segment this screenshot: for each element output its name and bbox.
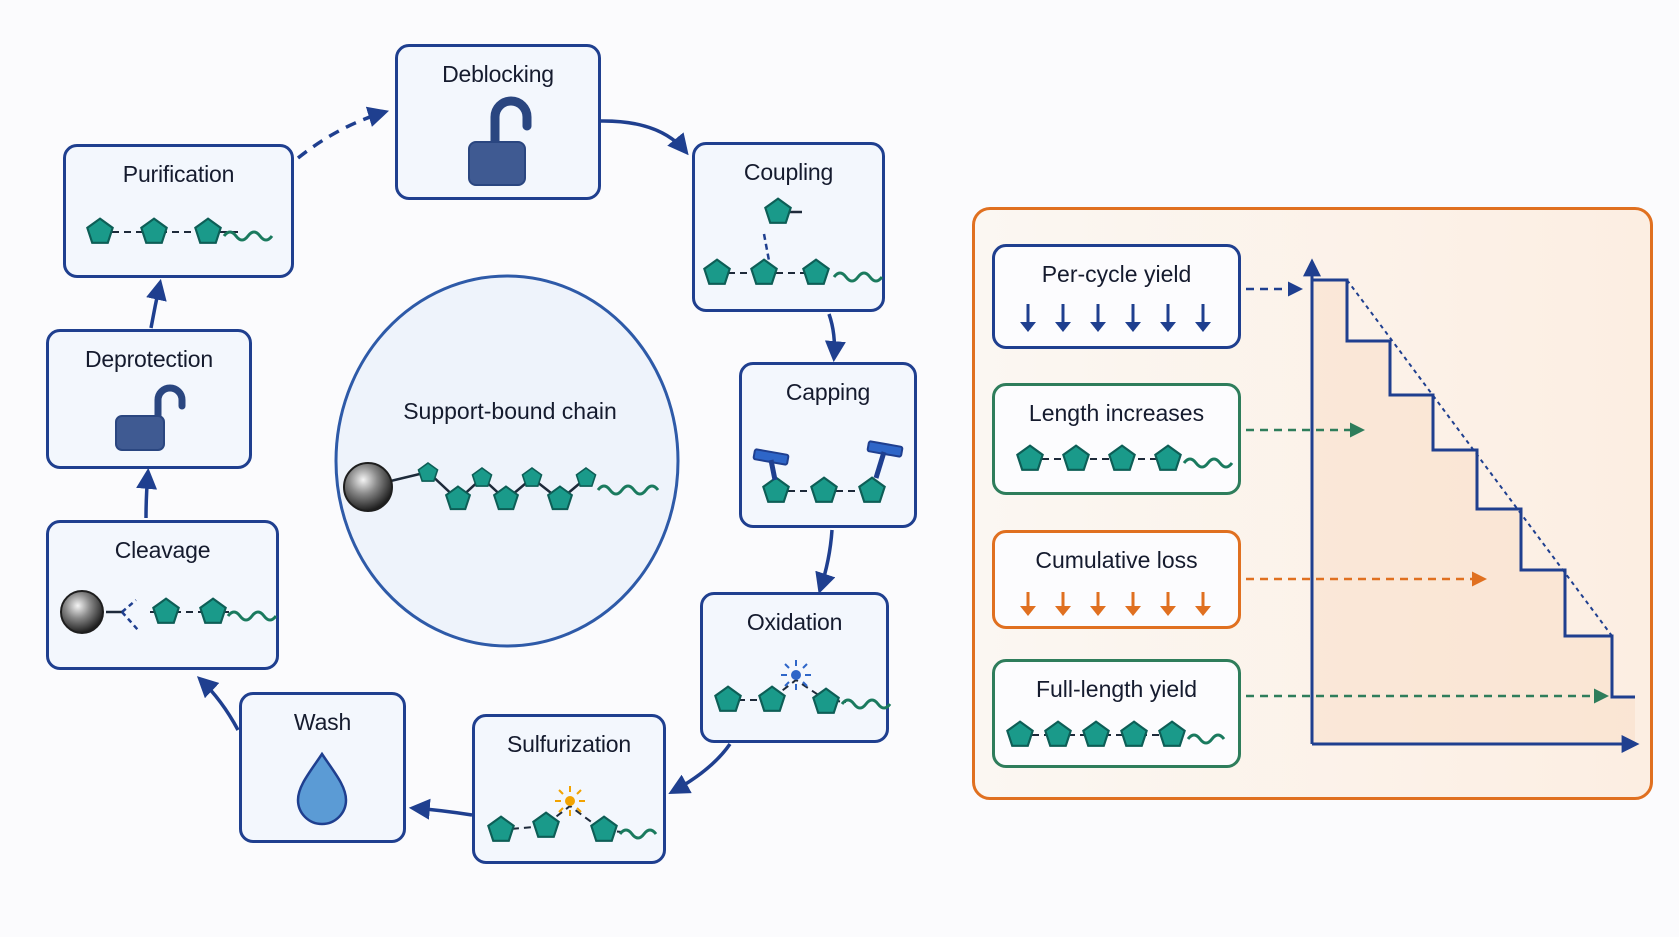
pentagon-icon: [1016, 444, 1044, 471]
yield-pointer-arrows: [1246, 281, 1609, 704]
arrow-oxidation-to-sulfurization: [668, 743, 732, 795]
pentagon-icon: [86, 217, 114, 244]
step-label: Coupling: [743, 159, 834, 185]
spark-icon: [781, 660, 811, 690]
spark-icon: [555, 786, 585, 816]
pentagon-icon: [1044, 720, 1072, 747]
yield-chart: [1303, 258, 1640, 753]
pentagon-icon: [1158, 720, 1186, 747]
arrow-coupling-to-capping: [824, 313, 846, 363]
arrow-sulfurization-to-wash: [408, 798, 473, 820]
pentagon-icon: [714, 685, 742, 712]
step-label: Capping: [785, 379, 871, 405]
pentagon-icon: [194, 217, 222, 244]
pentagon-icon: [140, 217, 168, 244]
stepped-yield-line: [1312, 278, 1635, 699]
step-label: Sulfurization: [507, 731, 631, 757]
hub-label: Support-bound chain: [403, 398, 617, 424]
box-label: Length increases: [1028, 400, 1205, 426]
bead-icon: [60, 590, 104, 634]
cap-t-icon: [866, 440, 904, 479]
pentagon-icon: [199, 597, 227, 624]
box-length-increases: Length increases: [992, 383, 1241, 495]
cleavage-chain: [60, 590, 278, 634]
pentagon-icon: [764, 197, 792, 224]
padlock-open-icon: [115, 384, 186, 451]
pentagon-icon: [812, 687, 840, 714]
full-length-chain: [1006, 720, 1226, 747]
arrow-cleavage-to-deprotection: [136, 467, 158, 519]
oxidation-chain: [714, 660, 892, 714]
step-label: Wash: [293, 709, 352, 735]
down-arrows-blue: [1020, 304, 1211, 332]
purification-chain: [86, 217, 274, 244]
capping-chain: [752, 440, 904, 503]
step-purification: Purification: [63, 144, 294, 278]
step-label: Oxidation: [746, 609, 843, 635]
pentagon-icon: [758, 685, 786, 712]
step-oxidation: Oxidation: [700, 592, 889, 743]
coupling-chain: [703, 197, 884, 285]
step-label: Deprotection: [84, 346, 213, 372]
pentagon-icon: [1006, 720, 1034, 747]
arrow-purification-to-deblocking: [296, 106, 390, 160]
pentagon-icon: [1082, 720, 1110, 747]
length-chain: [1016, 444, 1234, 471]
bead-icon: [343, 462, 393, 512]
support-hub: [334, 274, 680, 648]
pentagon-icon: [858, 476, 886, 503]
box-label: Full-length yield: [1035, 676, 1198, 702]
step-cleavage: Cleavage: [46, 520, 279, 670]
sulfurization-chain: [487, 786, 658, 842]
pentagon-icon: [487, 815, 515, 842]
pentagon-icon: [1108, 444, 1136, 471]
pentagon-icon: [532, 811, 560, 838]
pentagon-icon: [152, 597, 180, 624]
step-label: Cleavage: [114, 537, 211, 563]
down-arrows-orange: [1020, 592, 1211, 616]
arrow-capping-to-oxidation: [815, 529, 836, 594]
cycle-arrows: [136, 106, 846, 820]
pentagon-icon: [802, 258, 830, 285]
pentagon-icon: [762, 476, 790, 503]
hub-chain: [343, 462, 660, 512]
pentagon-icon: [750, 258, 778, 285]
pentagon-icon: [590, 815, 618, 842]
box-full-length-yield: Full-length yield: [992, 659, 1241, 768]
arrow-deblocking-to-coupling: [599, 119, 689, 156]
water-drop-icon: [296, 751, 348, 826]
pentagon-icon: [1120, 720, 1148, 747]
box-per-cycle-yield: Per-cycle yield: [992, 244, 1241, 349]
box-label: Cumulative loss: [1035, 547, 1198, 573]
pentagon-icon: [1062, 444, 1090, 471]
trend-line: [1346, 279, 1613, 637]
arrow-wash-to-cleavage: [196, 676, 240, 731]
padlock-open-icon: [468, 96, 532, 186]
pentagon-icon: [810, 476, 838, 503]
box-cumulative-loss: Cumulative loss: [992, 530, 1241, 629]
cap-t-icon: [752, 448, 790, 481]
tail-wave: [596, 484, 660, 496]
pentagon-icon: [703, 258, 731, 285]
box-label: Per-cycle yield: [1041, 261, 1192, 287]
step-label: Deblocking: [442, 61, 554, 87]
step-label: Purification: [122, 161, 235, 187]
arrow-deprotection-to-purification: [146, 278, 167, 329]
pentagon-icon: [1154, 444, 1182, 471]
